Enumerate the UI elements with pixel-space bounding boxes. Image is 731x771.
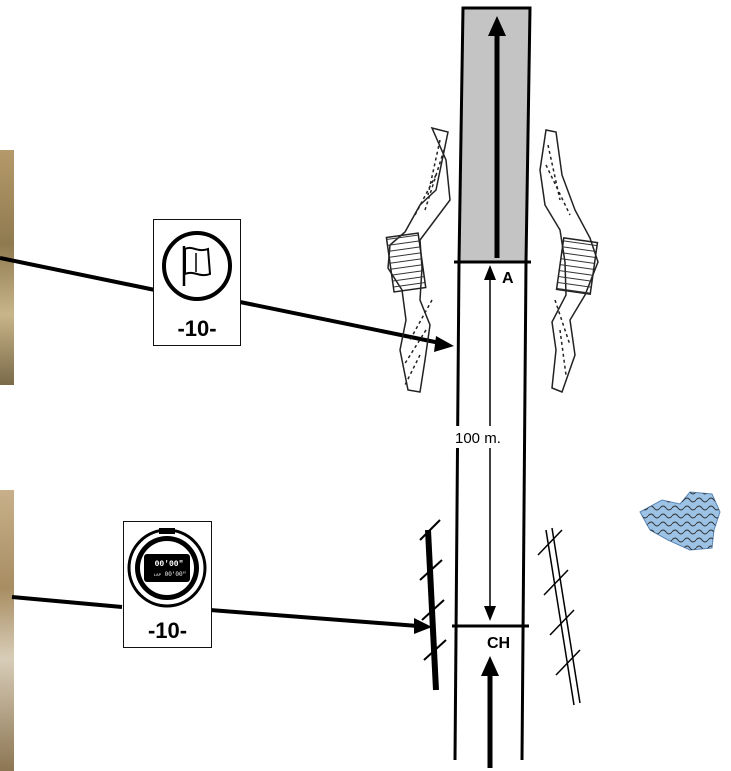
flag-sign-label: -10-: [154, 316, 240, 342]
stopwatch-sign-card: 00'00" LAP 00'00" -10-: [123, 521, 212, 648]
leader-line-stopwatch: [12, 597, 432, 634]
distance-label: 100 m.: [455, 430, 501, 447]
stopwatch-display-bottom-row: LAP 00'00": [148, 571, 192, 578]
stopwatch-display-bottom: 00'00": [165, 571, 187, 578]
fence-left-top: [386, 128, 450, 392]
flag-icon: [154, 226, 240, 312]
entry-arrow: [481, 656, 499, 768]
road-left-edge: [455, 262, 459, 760]
barrier-right-bottom: [538, 528, 580, 705]
road-right-edge: [522, 262, 526, 760]
stopwatch-lap-label: LAP: [154, 574, 161, 578]
flag-sign-card: -10-: [153, 219, 241, 346]
water-hazard-waves: [640, 492, 720, 550]
marker-a: A: [502, 270, 514, 287]
stopwatch-sign-label: -10-: [124, 618, 211, 644]
barrier-left-bottom: [420, 520, 446, 690]
stopwatch-icon: [124, 524, 211, 614]
fence-right-top: [540, 130, 598, 392]
stopwatch-display-top: 00'00": [149, 560, 189, 569]
marker-ch: CH: [487, 635, 510, 652]
